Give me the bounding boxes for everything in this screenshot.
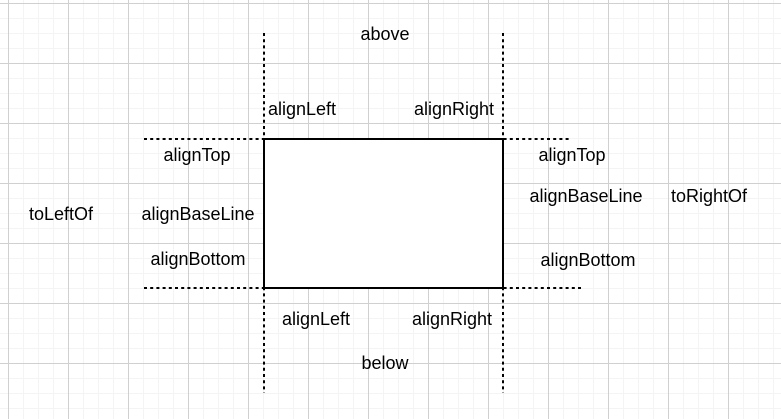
label-left-align-bottom: alignBottom bbox=[150, 249, 246, 270]
target-view-rectangle bbox=[263, 138, 504, 289]
label-bottom-align-right: alignRight bbox=[411, 309, 493, 330]
label-left-align-top: alignTop bbox=[163, 145, 231, 166]
label-right-align-top: alignTop bbox=[538, 145, 606, 166]
label-above: above bbox=[360, 24, 410, 45]
label-left-align-baseline: alignBaseLine bbox=[141, 204, 255, 225]
label-to-right-of: toRightOf bbox=[670, 186, 748, 207]
label-right-align-bottom: alignBottom bbox=[540, 250, 636, 271]
label-bottom-align-left: alignLeft bbox=[281, 309, 351, 330]
label-top-align-left: alignLeft bbox=[267, 99, 337, 120]
label-top-align-right: alignRight bbox=[413, 99, 495, 120]
label-below: below bbox=[361, 353, 409, 374]
label-right-align-baseline: alignBaseLine bbox=[529, 186, 643, 207]
label-to-left-of: toLeftOf bbox=[28, 204, 94, 225]
